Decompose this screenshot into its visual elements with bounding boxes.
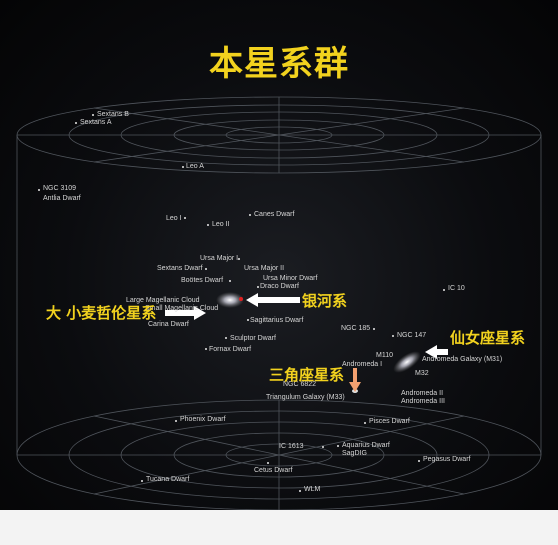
- annotation-triangulum: 三角座星系: [269, 366, 345, 384]
- label-ic10: IC 10: [448, 285, 465, 292]
- galaxy-dot: [364, 422, 366, 424]
- label-m32: M32: [415, 370, 429, 377]
- galaxy-dot: [238, 258, 240, 260]
- label-canes: Canes Dwarf: [254, 211, 295, 218]
- galaxy-dot: [267, 462, 269, 464]
- galaxy-dot: [182, 166, 184, 168]
- label-ngc6822: NGC 6822: [283, 381, 317, 388]
- galaxy-dot: [373, 328, 375, 330]
- label-phoenix: Phoenix Dwarf: [180, 416, 226, 423]
- galaxy-dot: [207, 224, 209, 226]
- bottom-strip: [0, 510, 558, 545]
- milky-way-arrow: [246, 293, 300, 307]
- magellanic-arrow: [165, 306, 206, 320]
- label-sagdig: SagDIG: [342, 450, 367, 457]
- annotation-magellanic: 大 小麦哲伦星系: [46, 304, 157, 322]
- local-group-diagram: 本星系群 Sextans B Sextans A Leo A NGC 3109 …: [0, 0, 558, 510]
- label-ursa-minor: Ursa Minor Dwarf: [263, 275, 318, 282]
- label-wlm: WLM: [304, 486, 321, 493]
- label-lmc: Large Magellanic Cloud: [126, 297, 200, 304]
- galaxy-dot: [175, 420, 177, 422]
- label-ngc185: NGC 185: [341, 325, 371, 332]
- galaxy-dot: [184, 217, 186, 219]
- label-smc: Small Magellanic Cloud: [145, 305, 219, 312]
- label-draco: Draco Dwarf: [260, 283, 299, 290]
- andromeda-galaxy: [393, 351, 421, 373]
- galaxy-dot: [141, 480, 143, 482]
- label-sextans-b: Sextans B: [97, 111, 129, 118]
- galaxy-dot: [205, 268, 207, 270]
- label-sculptor: Sculptor Dwarf: [230, 335, 276, 342]
- label-antlia: Antlia Dwarf: [43, 195, 81, 202]
- galaxy-dot: [299, 490, 301, 492]
- galaxy-dot: [205, 348, 207, 350]
- label-bootes: Boötes Dwarf: [181, 277, 224, 284]
- label-ursa-major-1: Ursa Major I: [200, 255, 239, 262]
- label-leo-ii: Leo II: [212, 221, 230, 228]
- galaxy-dot: [225, 337, 227, 339]
- label-carina: Carina Dwarf: [148, 321, 189, 328]
- label-pegasus: Pegasus Dwarf: [423, 456, 471, 463]
- label-ursa-major-2: Ursa Major II: [244, 265, 285, 272]
- label-leo-i: Leo I: [166, 215, 182, 222]
- label-m110: M110: [376, 352, 393, 359]
- page-title: 本星系群: [209, 44, 349, 84]
- label-ngc147: NGC 147: [397, 332, 427, 339]
- galaxy-dot: [249, 214, 251, 216]
- galaxy-dot: [92, 114, 94, 116]
- andromeda-arrow: [425, 345, 448, 359]
- label-sextans-a: Sextans A: [80, 119, 112, 126]
- label-sextans-dwarf: Sextans Dwarf: [157, 265, 203, 272]
- label-ngc3109: NGC 3109: [43, 185, 77, 192]
- label-aquarius: Aquarius Dwarf: [342, 442, 390, 449]
- label-leo-a: Leo A: [186, 163, 204, 170]
- label-andromeda-m31: Andromeda Galaxy (M31): [422, 356, 503, 363]
- galaxy-dot: [257, 286, 259, 288]
- label-tucana: Tucana Dwarf: [146, 476, 190, 483]
- label-cetus: Cetus Dwarf: [254, 467, 293, 474]
- label-sagittarius: Sagittarius Dwarf: [250, 317, 304, 324]
- label-pisces: Pisces Dwarf: [369, 418, 410, 425]
- galaxy-dot: [75, 122, 77, 124]
- galaxy-dot: [322, 446, 324, 448]
- galaxy-dot: [418, 460, 420, 462]
- galaxy-dot: [337, 445, 339, 447]
- label-andromeda-i: Andromeda I: [342, 361, 383, 368]
- galaxy-dot: [38, 189, 40, 191]
- label-ic1613: IC 1613: [279, 443, 304, 450]
- galaxy-dot: [443, 289, 445, 291]
- cylinder-grid: [16, 96, 542, 510]
- milky-way-galaxy: [216, 292, 244, 308]
- label-andromeda-iii: Andromeda III: [401, 398, 445, 405]
- annotation-andromeda: 仙女座星系: [450, 329, 526, 347]
- label-fornax: Fornax Dwarf: [209, 346, 252, 353]
- galaxy-dot: [392, 335, 394, 337]
- galaxy-dot: [229, 280, 231, 282]
- label-andromeda-ii: Andromeda II: [401, 390, 444, 397]
- galaxy-dot: [247, 319, 249, 321]
- triangulum-arrow: [349, 382, 361, 392]
- annotation-milky-way: 银河系: [302, 292, 348, 310]
- label-triangulum-m33: Triangulum Galaxy (M33): [266, 394, 345, 401]
